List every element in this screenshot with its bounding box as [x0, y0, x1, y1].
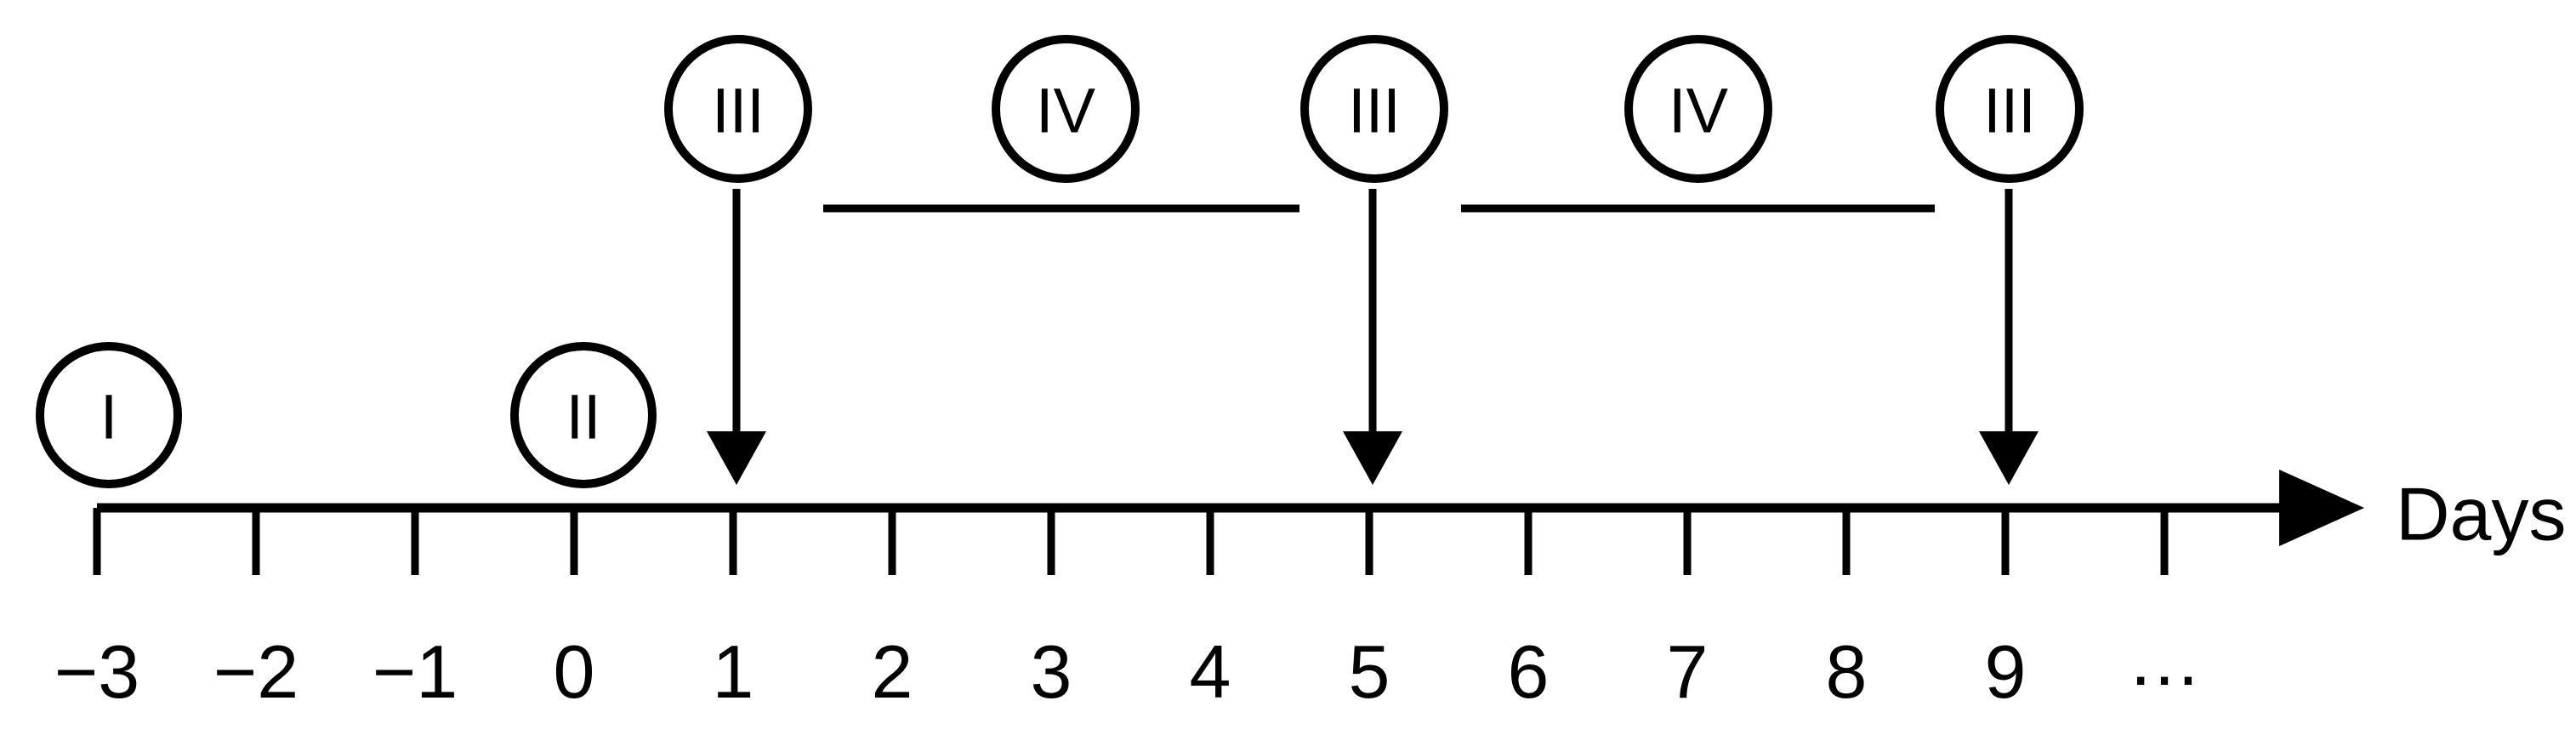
node-circle[interactable] — [1936, 35, 2084, 183]
event-arrow-day-1 — [707, 189, 766, 485]
node-iii-day-1[interactable]: III — [664, 35, 812, 183]
tick-label: 5 — [1349, 630, 1390, 714]
tick-label: 9 — [1985, 630, 2027, 714]
node-i-day-minus-3[interactable]: I — [36, 342, 182, 488]
node-label: IV — [1669, 76, 1729, 146]
node-label: III — [1983, 76, 2036, 146]
tick-label: 0 — [554, 630, 595, 714]
axis-title: Days — [2396, 472, 2567, 556]
tick-label: 8 — [1826, 630, 1868, 714]
event-arrows-group — [707, 189, 2039, 485]
node-label: II — [566, 382, 600, 453]
tick-label: 1 — [713, 630, 754, 714]
node-circle[interactable] — [36, 342, 182, 488]
tick-label: −1 — [372, 630, 458, 714]
tick-label-ellipsis: … — [2127, 617, 2202, 701]
event-arrow-day-5 — [1343, 189, 1402, 485]
node-circle[interactable] — [1300, 35, 1448, 183]
below-axis-nodes-group: I II — [36, 342, 657, 488]
tick-label: 7 — [1667, 630, 1709, 714]
node-iv-between-1-and-5[interactable]: IV — [992, 35, 1140, 183]
node-label: IV — [1036, 76, 1096, 146]
tick-label: 4 — [1190, 630, 1231, 714]
above-axis-nodes-group: III IV III IV III — [664, 35, 2084, 183]
node-circle[interactable] — [664, 35, 812, 183]
tick-label: −2 — [213, 630, 299, 714]
node-circle[interactable] — [510, 342, 657, 488]
node-iii-day-9[interactable]: III — [1936, 35, 2084, 183]
node-label: III — [1348, 76, 1401, 146]
tick-label: −3 — [54, 630, 139, 714]
node-label: I — [100, 382, 118, 453]
axis-group — [97, 470, 2364, 546]
axis-ticks-group — [93, 508, 2169, 575]
node-circle[interactable] — [1624, 35, 1772, 183]
node-iv-between-5-and-9[interactable]: IV — [1624, 35, 1772, 183]
node-label: III — [712, 76, 765, 146]
event-arrow-day-9 — [1979, 189, 2039, 485]
node-circle[interactable] — [992, 35, 1140, 183]
tick-label: 3 — [1031, 630, 1072, 714]
axis-tick-labels-group: −3 −2 −1 0 1 2 3 4 5 6 7 8 9 … — [54, 617, 2202, 714]
node-iii-day-5[interactable]: III — [1300, 35, 1448, 183]
axis-arrowhead-icon — [2279, 470, 2364, 546]
tick-label: 6 — [1508, 630, 1550, 714]
node-ii-day-0[interactable]: II — [510, 342, 657, 488]
tick-label: 2 — [872, 630, 913, 714]
